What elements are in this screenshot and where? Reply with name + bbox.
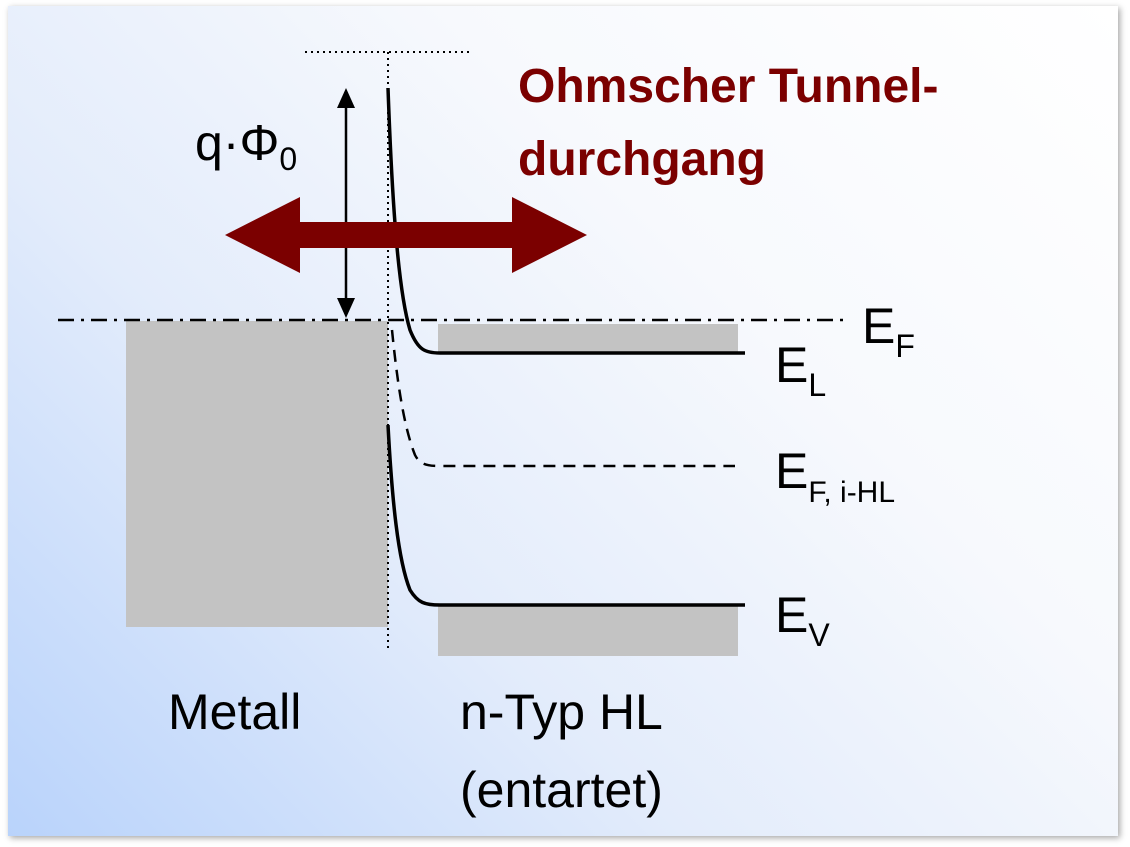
barrier-height-symbol: q·Φ xyxy=(195,115,279,171)
valence-band-subscript: V xyxy=(808,617,830,653)
conduction-band-label: EL xyxy=(775,337,826,403)
semiconductor-region-label: n-Typ HL xyxy=(460,684,663,740)
metal-filled-states xyxy=(126,321,388,627)
valence-band-label: EV xyxy=(775,587,830,653)
barrier-height-label: q·Φ0 xyxy=(195,115,297,177)
barrier-height-subscript: 0 xyxy=(279,141,297,177)
fermi-level-subscript: F xyxy=(895,328,915,364)
title-line2: durchgang xyxy=(518,133,766,186)
semiconductor-region-sublabel: (entartet) xyxy=(460,762,663,818)
conduction-band-edge xyxy=(386,87,745,355)
barrier-height-arrow xyxy=(337,88,355,318)
fermi-level-label: EF xyxy=(862,298,915,364)
conduction-band-electrons xyxy=(438,324,738,353)
title-line1: Ohmscher Tunnel- xyxy=(518,60,939,113)
tunneling-double-arrow xyxy=(225,197,587,273)
metal-region-label: Metall xyxy=(168,684,301,740)
valence-band-edge xyxy=(386,424,745,607)
intrinsic-fermi-subscript: F, i-HL xyxy=(808,476,895,509)
valence-band-fill xyxy=(438,606,738,656)
intrinsic-fermi-label: EF, i-HL xyxy=(775,443,895,509)
intrinsic-fermi-level xyxy=(390,329,735,468)
conduction-band-subscript: L xyxy=(808,367,826,403)
